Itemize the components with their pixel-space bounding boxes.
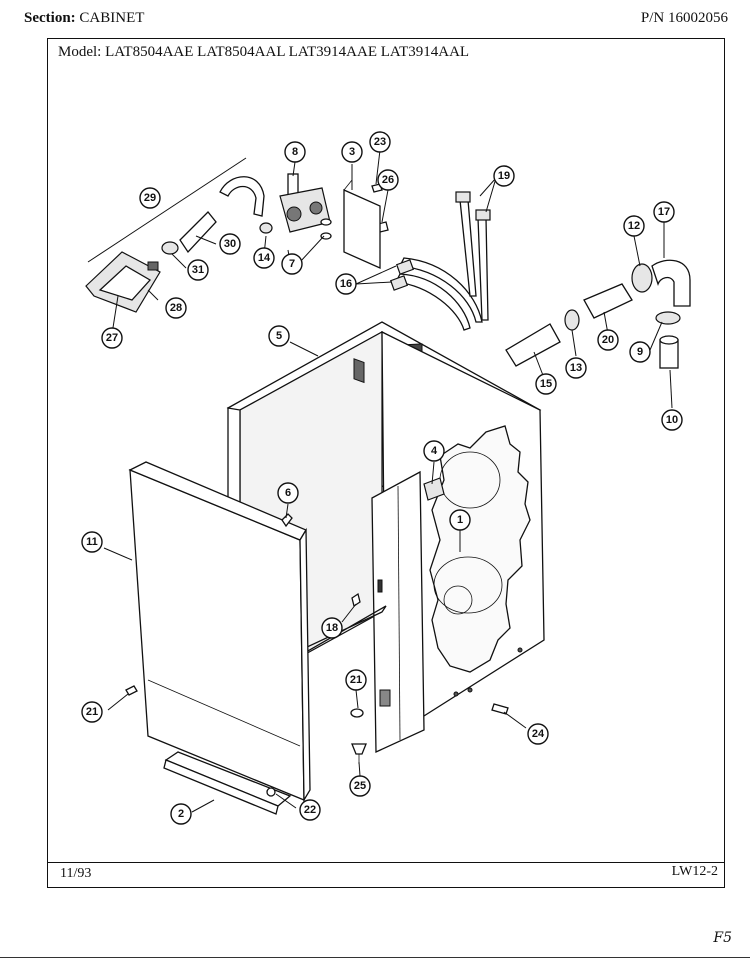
callout-19: 19: [493, 165, 515, 187]
callout-22: 22: [299, 799, 321, 821]
callout-12: 12: [623, 215, 645, 237]
svg-text:20: 20: [602, 334, 614, 346]
callout-20: 20: [597, 329, 619, 351]
callout-13: 13: [565, 357, 587, 379]
callout-21-left: 21: [81, 701, 103, 723]
callout-2: 2: [170, 803, 192, 825]
svg-text:1: 1: [457, 514, 463, 526]
callout-17: 17: [653, 201, 675, 223]
callout-4: 4: [423, 440, 445, 462]
callout-21-right: 21: [345, 669, 367, 691]
section-label: Section:: [24, 10, 76, 26]
water-valve-part: [259, 173, 332, 240]
callout-27: 27: [101, 327, 123, 349]
svg-text:9: 9: [637, 346, 643, 358]
svg-text:26: 26: [382, 174, 394, 186]
small-fasteners: [125, 183, 509, 797]
svg-text:2: 2: [178, 808, 184, 820]
callout-11: 11: [81, 531, 103, 553]
footer-date: 11/93: [60, 866, 92, 881]
drain-hose-parts: [505, 259, 691, 369]
callout-9: 9: [629, 341, 651, 363]
callout-14: 14: [253, 247, 275, 269]
svg-text:3: 3: [349, 146, 355, 158]
svg-text:7: 7: [289, 258, 295, 270]
page-bottom-line: [0, 957, 750, 958]
callout-30: 30: [219, 233, 241, 255]
svg-text:8: 8: [292, 146, 298, 158]
svg-text:27: 27: [106, 332, 118, 344]
svg-text:19: 19: [498, 170, 510, 182]
fill-hose-assembly: [85, 157, 265, 313]
svg-text:14: 14: [258, 252, 271, 264]
inlet-hoses: [389, 191, 491, 331]
svg-text:28: 28: [170, 302, 182, 314]
svg-text:31: 31: [192, 264, 204, 276]
mounting-bracket-part: [343, 179, 381, 384]
svg-text:6: 6: [285, 487, 291, 499]
svg-text:10: 10: [666, 414, 678, 426]
svg-text:17: 17: [658, 206, 670, 218]
svg-text:5: 5: [276, 330, 282, 342]
section-value: CABINET: [79, 10, 145, 26]
svg-text:16: 16: [340, 278, 352, 290]
kick-plate-part: [163, 751, 292, 815]
svg-text:22: 22: [304, 804, 316, 816]
callout-5: 5: [268, 325, 290, 347]
callout-3: 3: [341, 141, 363, 163]
callout-28: 28: [165, 297, 187, 319]
svg-text:29: 29: [144, 192, 156, 204]
callout-24: 24: [527, 723, 549, 745]
footer-divider: [47, 862, 725, 863]
callout-16: 16: [335, 273, 357, 295]
svg-text:21: 21: [86, 706, 98, 718]
callout-29: 29: [139, 187, 161, 209]
callout-15: 15: [535, 373, 557, 395]
model-line: Model: LAT8504AAE LAT8504AAL LAT3914AAE …: [58, 44, 470, 60]
front-panel-part: [128, 461, 311, 803]
svg-text:30: 30: [224, 238, 236, 250]
svg-text:23: 23: [374, 136, 386, 148]
callout-18: 18: [321, 617, 343, 639]
callout-31: 31: [187, 259, 209, 281]
svg-text:24: 24: [532, 728, 545, 740]
section-heading: Section: CABINET: [24, 10, 144, 27]
diagram-frame: [47, 38, 725, 888]
callout-7: 7: [281, 253, 303, 275]
callout-23: 23: [369, 131, 391, 153]
callout-25: 25: [349, 775, 371, 797]
callout-6: 6: [277, 482, 299, 504]
callout-26: 26: [377, 169, 399, 191]
callout-10: 10: [661, 409, 683, 431]
corner-handwritten-mark: F5: [713, 930, 732, 946]
svg-text:15: 15: [540, 378, 552, 390]
svg-text:4: 4: [431, 445, 438, 457]
footer-page-id: LW12-2: [671, 864, 718, 879]
svg-text:11: 11: [86, 536, 98, 548]
svg-text:13: 13: [570, 362, 582, 374]
callout-8: 8: [284, 141, 306, 163]
svg-text:21: 21: [350, 674, 362, 686]
svg-text:25: 25: [354, 780, 366, 792]
svg-text:18: 18: [326, 622, 338, 634]
callout-1: 1: [449, 509, 471, 531]
svg-text:12: 12: [628, 220, 640, 232]
part-number: P/N 16002056: [640, 10, 728, 26]
